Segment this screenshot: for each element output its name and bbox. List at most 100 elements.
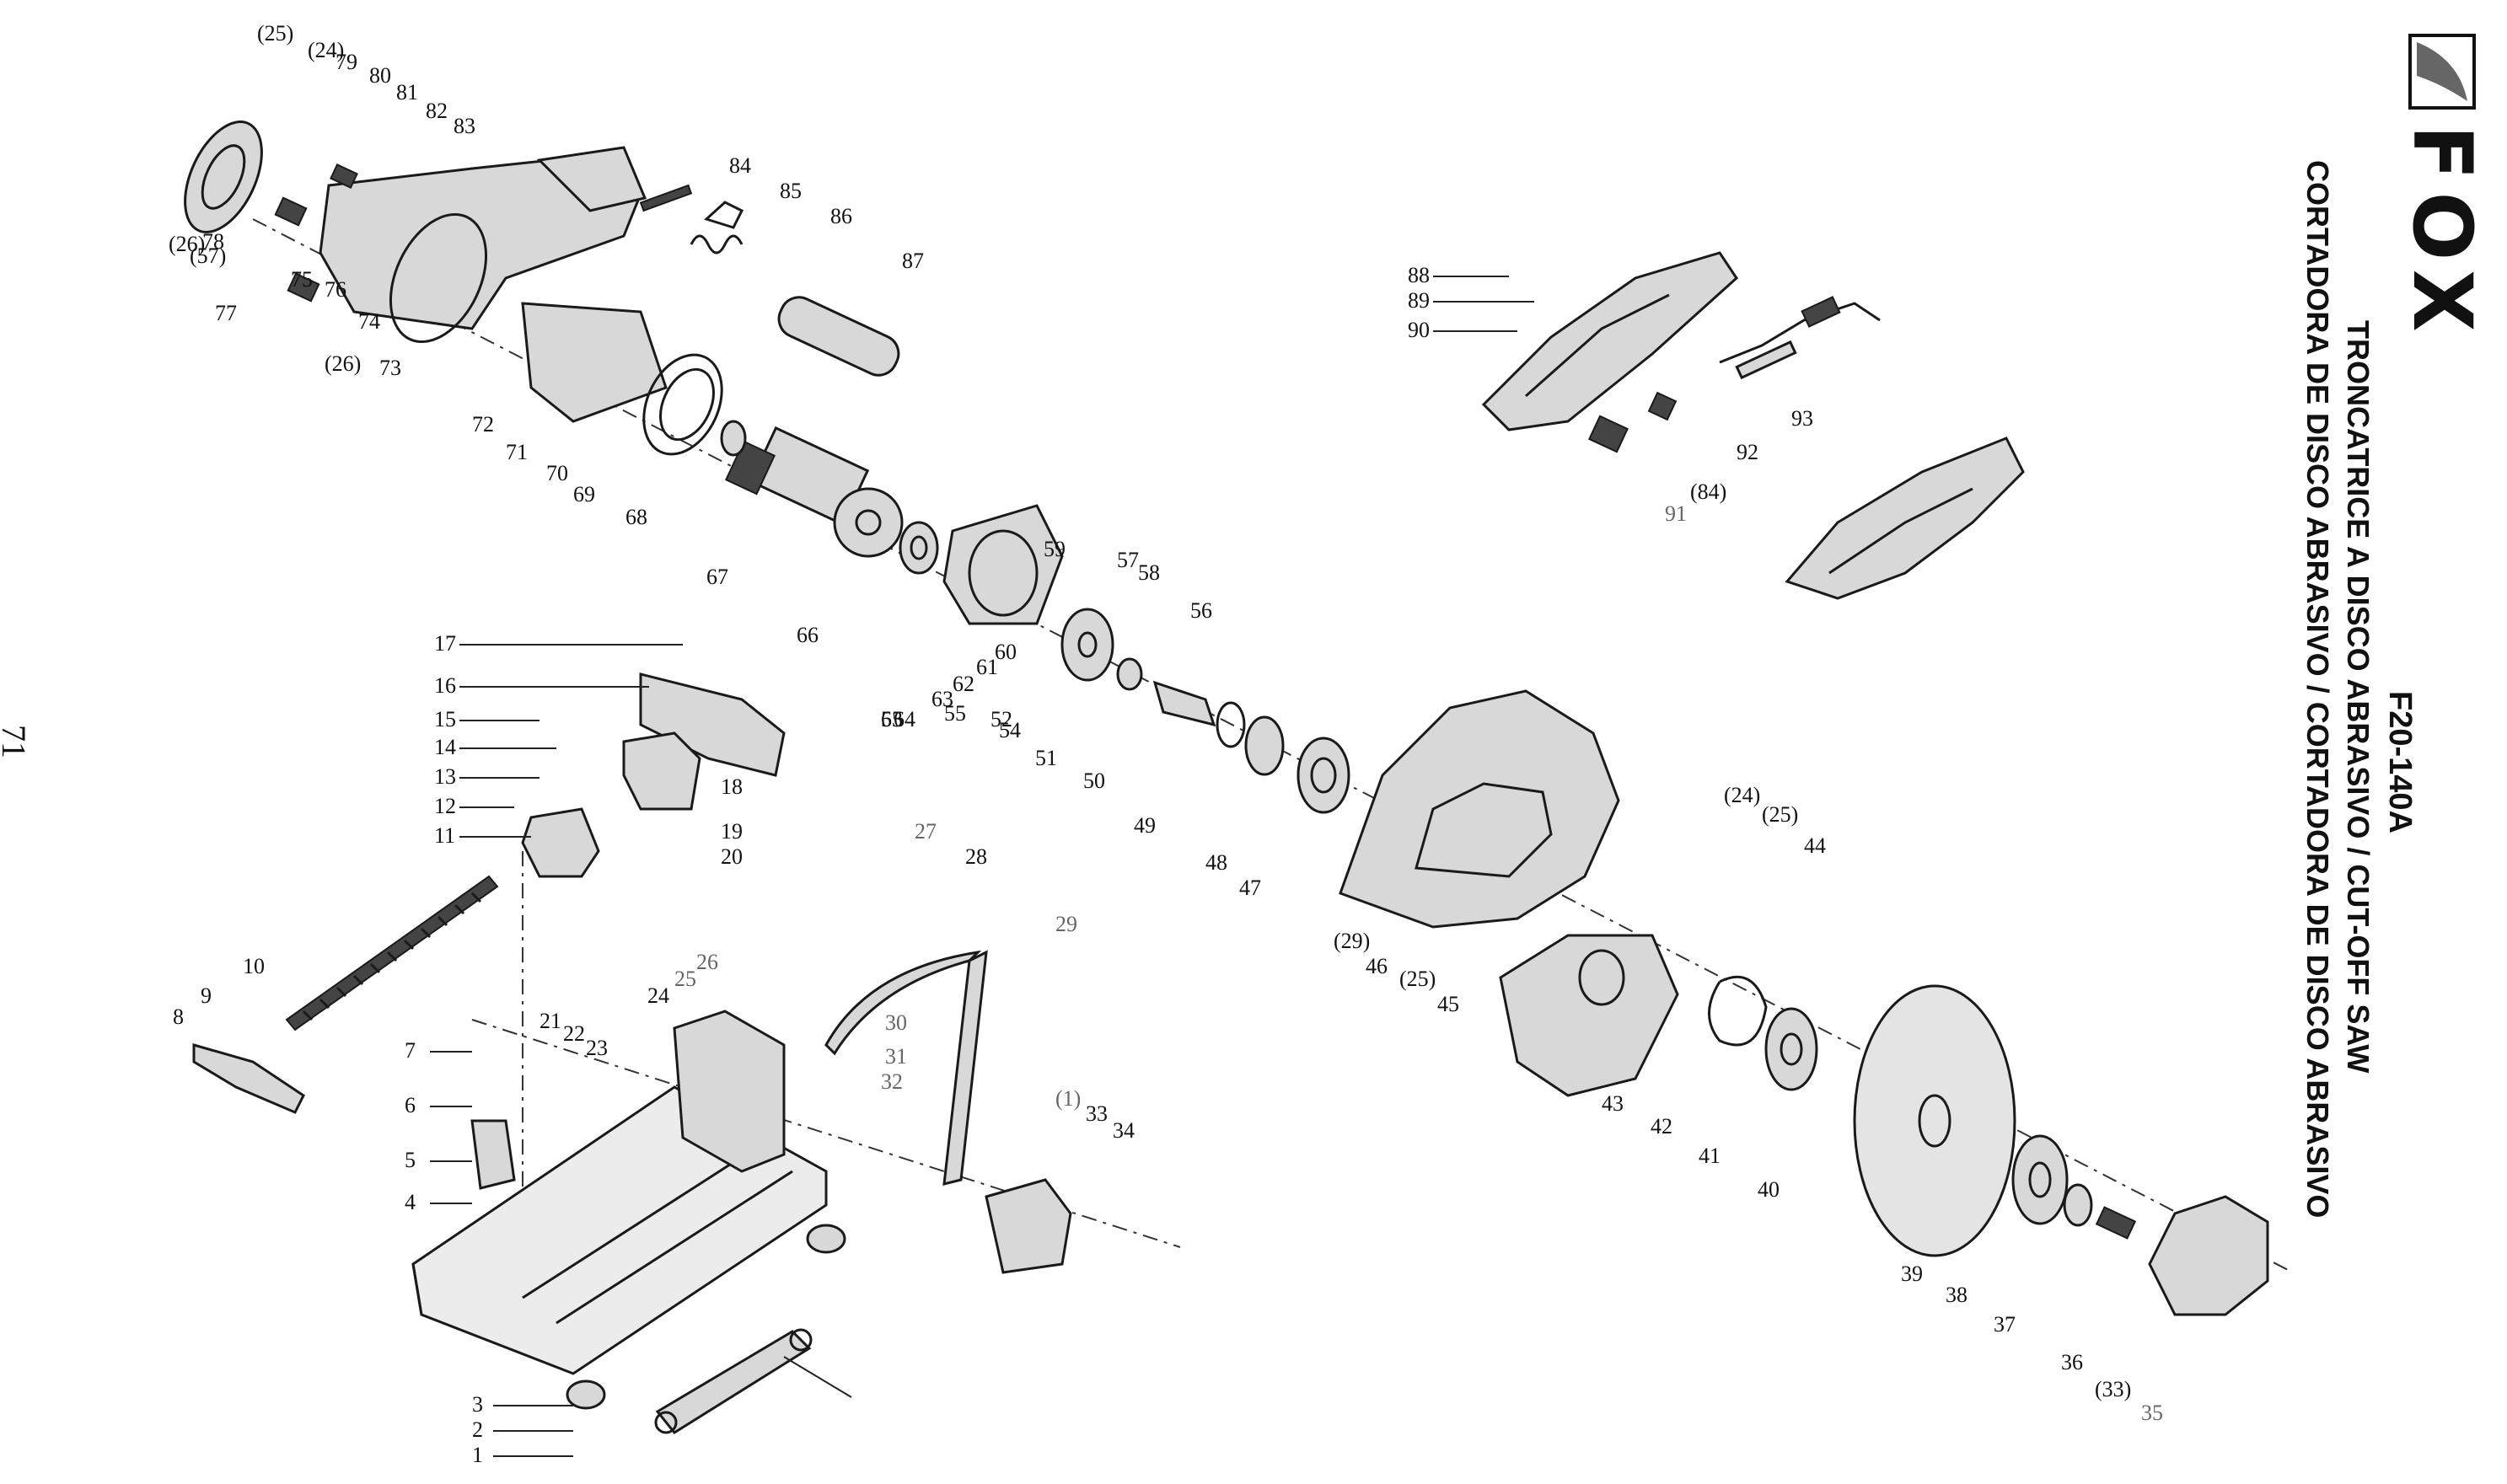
page-number: 71: [0, 725, 33, 758]
part-label: (29): [1334, 929, 1370, 953]
part-label: 77: [215, 301, 237, 325]
part-label: 25: [674, 967, 696, 991]
part-label: 32: [881, 1069, 903, 1094]
part-label: 44: [1804, 833, 1826, 858]
part-label: 28: [965, 844, 987, 869]
switch-88: [1647, 391, 1678, 421]
part-label: 50: [1083, 769, 1105, 793]
part-label: 87: [902, 249, 924, 273]
flange-39: [2011, 1134, 2069, 1225]
part-label: 89: [1408, 288, 1430, 313]
hinge-block-34: [985, 1178, 1072, 1274]
motor-end-cap: [184, 121, 263, 233]
leader-lines: [430, 276, 1534, 1457]
part-labels: 1 2 3 4 5 6 7 8 9 10 11 12 13 14 15 16 1…: [169, 21, 2163, 1467]
part-label: 73: [379, 356, 401, 380]
part-label: (84): [1690, 479, 1726, 504]
part-label: 81: [396, 80, 418, 104]
part-label: 12: [434, 794, 456, 818]
carbon-brushes: [274, 163, 358, 303]
part-label: 3: [472, 1392, 483, 1417]
washer-38: [2063, 1183, 2093, 1227]
top-handle-frame: [1481, 251, 1738, 431]
fox-logo-icon: [2408, 34, 2476, 110]
part-label: 57: [1117, 548, 1139, 572]
vise-bracket-18: [622, 731, 701, 811]
part-label: 67: [706, 565, 728, 589]
part-label: 58: [1138, 560, 1160, 585]
part-label: 53: [881, 707, 903, 731]
part-label: 31: [885, 1044, 907, 1069]
part-label: 5: [405, 1148, 416, 1172]
brand-logo: FOX: [2395, 34, 2489, 344]
part-label: 23: [586, 1036, 608, 1060]
wrench-93: [654, 1328, 813, 1434]
part-label: 8: [173, 1005, 184, 1029]
part-label: 15: [434, 707, 456, 731]
part-label: (26): [325, 351, 361, 376]
part-label: 41: [1699, 1144, 1721, 1168]
part-label: 55: [944, 701, 966, 726]
part-label: 22: [563, 1021, 585, 1046]
bolt-37: [2095, 1206, 2137, 1240]
part-label: 46: [1366, 954, 1388, 978]
part-label: 7: [405, 1038, 416, 1063]
part-label: 76: [325, 277, 346, 302]
part-label: 84: [729, 153, 751, 178]
part-label: 13: [434, 764, 456, 789]
part-label: 26: [696, 950, 718, 974]
outer-flange-41: [1764, 1007, 1818, 1091]
part-label: (33): [2095, 1377, 2131, 1401]
clamp-post-5: [470, 1119, 516, 1190]
part-label: 54: [999, 718, 1021, 742]
part-label: (25): [1399, 967, 1436, 991]
feet: [566, 1224, 846, 1410]
part-label: 63: [931, 687, 953, 711]
part-label: 29: [1055, 912, 1077, 936]
part-label: 9: [201, 983, 212, 1008]
part-label: 16: [434, 673, 456, 698]
part-label: 70: [546, 461, 568, 485]
gear-housing: [942, 504, 1064, 625]
part-label: 92: [1737, 440, 1758, 464]
part-label: (24): [308, 38, 344, 62]
lower-blade-guard: [1499, 934, 1679, 1097]
part-label: 2: [472, 1417, 483, 1442]
part-label: 83: [454, 114, 475, 138]
part-label: 38: [1946, 1283, 1967, 1307]
part-label: 86: [830, 204, 852, 228]
fence-bracket-24: [673, 1010, 786, 1173]
part-label: 6: [405, 1093, 416, 1117]
part-label: 52: [990, 707, 1012, 731]
part-label: 4: [405, 1190, 416, 1214]
part-label: 10: [243, 954, 265, 978]
vise-handle-8: [192, 1043, 305, 1114]
part-label: 56: [1190, 598, 1212, 623]
model-number: F20-140A: [2382, 691, 2418, 833]
part-label: 93: [1791, 406, 1813, 431]
part-label: 60: [995, 640, 1017, 664]
part-label: 39: [1901, 1262, 1923, 1286]
part-label: (57): [190, 244, 226, 268]
part-label: 11: [434, 823, 455, 848]
switch-87: [1588, 415, 1629, 453]
spring-and-pin: [639, 184, 744, 254]
vise-jaw-11: [521, 807, 600, 878]
part-label: 72: [472, 412, 494, 437]
part-label: 66: [797, 623, 819, 647]
part-label: 69: [573, 482, 595, 506]
part-label: 33: [1086, 1101, 1108, 1126]
part-label: (25): [1762, 802, 1798, 827]
part-label: 61: [976, 655, 998, 679]
lead-screw-10: [285, 875, 499, 1031]
abrasive-disc: [1853, 984, 2016, 1257]
power-cord-91: [1719, 296, 1881, 380]
stator-assembly: [521, 302, 723, 456]
part-label: 85: [780, 179, 802, 203]
part-label: 79: [336, 50, 357, 74]
fence-plate-16: [639, 672, 786, 777]
ring-42: [1708, 975, 1768, 1047]
pivot-arm-30: [824, 950, 988, 1186]
handle-grip: [777, 296, 900, 377]
